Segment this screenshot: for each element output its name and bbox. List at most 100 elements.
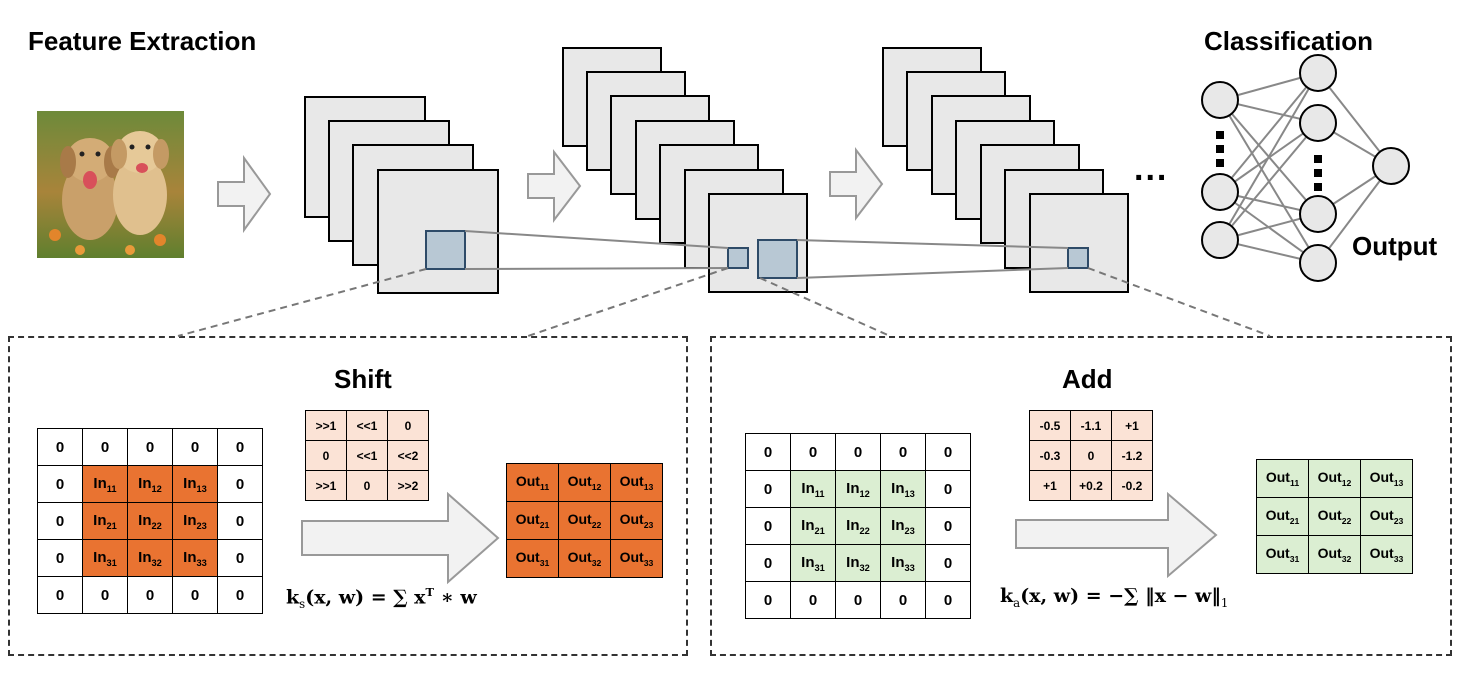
receptive-field-2b <box>757 239 798 279</box>
shift-kernel-grid-cell: >>1 <box>305 470 347 501</box>
shift-input-grid-cell: 0 <box>217 502 263 540</box>
add-output-grid-cell: Out13 <box>1360 459 1413 498</box>
add-panel <box>710 336 1452 656</box>
output-label: Output <box>1352 231 1438 261</box>
shift-input-grid-cell: 0 <box>172 576 218 614</box>
add-input-grid-cell: 0 <box>745 507 791 545</box>
shift-input-grid-cell: 0 <box>217 428 263 466</box>
shift-output-grid-cell: Out21 <box>506 501 559 540</box>
add-output-grid-cell: Out12 <box>1308 459 1361 498</box>
neuron-ellipsis <box>1216 131 1322 191</box>
add-input-grid-cell: 0 <box>925 433 971 471</box>
shift-input-grid-cell: In11 <box>82 465 128 503</box>
shift-input-grid-cell: 0 <box>217 576 263 614</box>
add-input-grid-cell: In23 <box>880 507 926 545</box>
add-title: Add <box>1062 364 1113 394</box>
add-input-grid-cell: In21 <box>790 507 836 545</box>
add-kernel-grid-cell: -0.2 <box>1111 470 1153 501</box>
stage-arrow-1 <box>217 154 272 234</box>
add-output-grid-cell: Out11 <box>1256 459 1309 498</box>
add-input-grid-cell: In31 <box>790 544 836 582</box>
feature-extraction-title: Feature Extraction <box>28 26 257 56</box>
shift-input-grid-cell: 0 <box>127 576 173 614</box>
shift-input-grid-cell: 0 <box>217 465 263 503</box>
shift-input-grid-cell: In22 <box>127 502 173 540</box>
shift-output-grid-cell: Out32 <box>558 539 611 578</box>
shift-output-grid-cell: Out31 <box>506 539 559 578</box>
add-input-grid-cell: 0 <box>835 433 881 471</box>
classification-title: Classification <box>1204 26 1374 56</box>
shift-input-grid-cell: In23 <box>172 502 218 540</box>
add-input-grid-cell: 0 <box>790 433 836 471</box>
shift-input-grid-cell: 0 <box>217 539 263 577</box>
receptive-field-2a <box>727 247 749 269</box>
shift-kernel-grid-cell: <<2 <box>387 440 429 471</box>
shift-formula: ks(x, w) = ∑ xT ∗ w <box>286 585 477 612</box>
add-input-grid-cell: 0 <box>925 544 971 582</box>
shift-panel <box>8 336 688 656</box>
shift-input-grid-cell: In33 <box>172 539 218 577</box>
add-input-grid-cell: 0 <box>925 507 971 545</box>
feature-map-stack-2 <box>562 47 808 293</box>
add-input-grid-cell: In11 <box>790 470 836 508</box>
receptive-field-3 <box>1067 247 1089 269</box>
shift-output-grid-cell: Out11 <box>506 463 559 502</box>
shift-input-grid-cell: 0 <box>172 428 218 466</box>
fc-connections <box>1219 72 1392 264</box>
stage-arrow-3 <box>829 147 884 221</box>
shift-output-grid-cell: Out22 <box>558 501 611 540</box>
add-input-grid-cell: 0 <box>745 470 791 508</box>
shift-input-grid-cell: 0 <box>37 502 83 540</box>
shift-kernel-grid-cell: >>2 <box>387 470 429 501</box>
add-input-grid-cell: In33 <box>880 544 926 582</box>
shift-kernel-grid-cell: <<1 <box>346 440 388 471</box>
shift-input-grid-cell: In31 <box>82 539 128 577</box>
add-output-grid-cell: Out23 <box>1360 497 1413 536</box>
add-output-grid-cell: Out32 <box>1308 535 1361 574</box>
add-output-grid-cell: Out22 <box>1308 497 1361 536</box>
shift-input-grid-cell: 0 <box>37 465 83 503</box>
shift-input-grid-cell: 0 <box>82 576 128 614</box>
add-kernel-grid-cell: -0.3 <box>1029 440 1071 471</box>
receptive-field-1 <box>425 230 466 270</box>
puppies-photo-icon <box>37 111 184 258</box>
add-input-grid-cell: 0 <box>745 544 791 582</box>
add-input-grid-cell: 0 <box>835 581 881 619</box>
add-output-grid-cell: Out21 <box>1256 497 1309 536</box>
shift-input-grid-cell: 0 <box>37 428 83 466</box>
shift-input-grid-cell: 0 <box>82 428 128 466</box>
shift-input-grid-cell: In12 <box>127 465 173 503</box>
add-input-grid-cell: 0 <box>880 581 926 619</box>
shift-kernel-grid-cell: 0 <box>387 410 429 441</box>
shift-kernel-grid-cell: >>1 <box>305 410 347 441</box>
shift-output-grid-cell: Out33 <box>610 539 663 578</box>
add-output-grid-cell: Out31 <box>1256 535 1309 574</box>
shift-input-grid-cell: 0 <box>37 539 83 577</box>
add-kernel-grid-cell: -0.5 <box>1029 410 1071 441</box>
add-input-grid-cell: 0 <box>790 581 836 619</box>
shift-kernel-grid-cell: 0 <box>305 440 347 471</box>
shift-output-grid-cell: Out12 <box>558 463 611 502</box>
shift-kernel-grid-cell: <<1 <box>346 410 388 441</box>
shift-op-arrow <box>301 491 500 585</box>
add-output-grid-cell: Out33 <box>1360 535 1413 574</box>
shift-input-grid-cell: In21 <box>82 502 128 540</box>
add-op-arrow <box>1015 491 1218 579</box>
add-input-grid-cell: 0 <box>745 433 791 471</box>
add-input-grid-cell: 0 <box>925 470 971 508</box>
shift-input-grid-cell: 0 <box>127 428 173 466</box>
add-kernel-grid-cell: -1.1 <box>1070 410 1112 441</box>
add-kernel-grid-cell: +1 <box>1111 410 1153 441</box>
shift-output-grid-cell: Out13 <box>610 463 663 502</box>
add-input-grid-cell: In13 <box>880 470 926 508</box>
add-kernel-grid-cell: +1 <box>1029 470 1071 501</box>
shift-input-grid-cell: In32 <box>127 539 173 577</box>
ellipsis-label: ... <box>1134 150 1169 188</box>
shift-title: Shift <box>334 364 392 394</box>
feature-map-stack-3 <box>882 47 1129 293</box>
